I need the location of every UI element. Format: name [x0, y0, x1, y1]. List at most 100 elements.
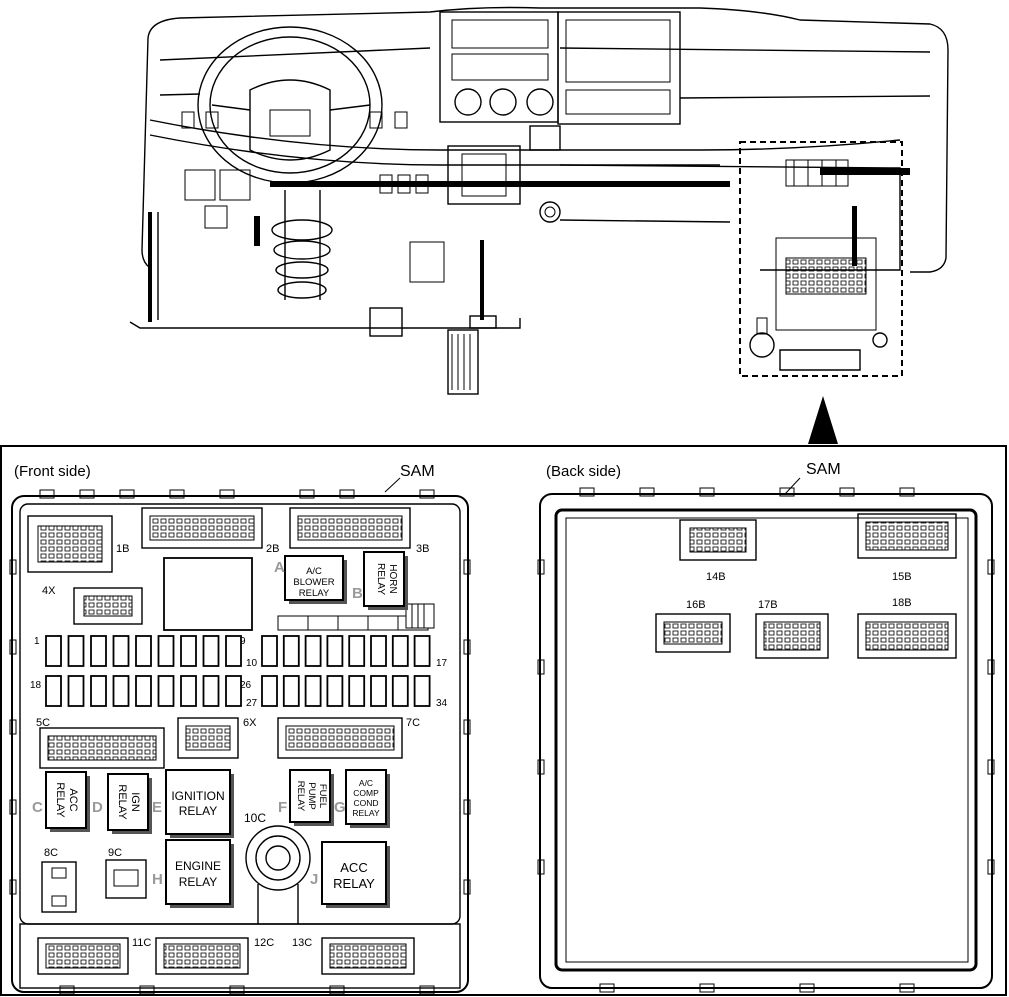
connector-2b: [141, 507, 263, 549]
back-sam-label: SAM: [806, 461, 841, 478]
relay-d-ign: [107, 773, 149, 831]
label-18b: 18B: [892, 597, 912, 609]
fuse-slot-16: [391, 635, 409, 667]
fuse-number-26: 26: [240, 680, 252, 691]
fuse-number-18: 18: [30, 680, 42, 691]
label-1b: 1B: [116, 543, 129, 555]
label-4x: 4X: [42, 585, 56, 597]
label-13c: 13C: [292, 937, 312, 949]
fuse-slot-28: [282, 675, 300, 707]
relay-a-line3: RELAY: [299, 588, 330, 599]
label-16b: 16B: [686, 599, 706, 611]
connector-16b: [655, 613, 731, 653]
label-7c: 7C: [406, 717, 420, 729]
front-sam-label: SAM: [400, 463, 435, 480]
fuse-slot-15: [370, 635, 387, 667]
fuse-slot-26: [225, 675, 242, 707]
connector-8c: [41, 861, 77, 913]
fuse-slot-13: [326, 635, 344, 667]
spare-plate: [163, 557, 253, 631]
relay-c-line1: ACC: [67, 788, 79, 811]
connector-14b: [679, 519, 757, 561]
front-side-title: (Front side): [14, 463, 91, 480]
fuse-slot-29: [304, 675, 322, 707]
relay-b-line2: RELAY: [375, 563, 386, 595]
label-3b: 3B: [416, 543, 429, 555]
fuse-slot-11: [282, 635, 300, 667]
fuse-slot-7: [180, 635, 197, 667]
fuse-slot-8: [202, 635, 220, 667]
relay-c-line2: RELAY: [54, 782, 66, 818]
relay-j-line1: ACC: [340, 860, 367, 875]
relay-b-line1: HORN: [387, 564, 398, 593]
connector-4x: [73, 587, 143, 625]
relay-a-ac-blower: [284, 555, 344, 601]
label-15b: 15B: [892, 571, 912, 583]
fuse-slot-31: [348, 675, 366, 707]
front-labels: (Front side) SAM 1B 2B 3B 4X 5C 6X 7C 8C…: [14, 463, 448, 949]
connector-17b: [755, 613, 829, 659]
fuse-slot-18: [45, 675, 62, 707]
relay-letter-f: F: [278, 799, 287, 816]
fuse-slot-22: [135, 675, 152, 707]
fuse-slot-5: [135, 635, 152, 667]
connector-7c: [277, 717, 403, 759]
fuse-slot-10: [261, 635, 278, 667]
fuse-slot-4: [112, 635, 130, 667]
relay-b-horn: [363, 551, 405, 607]
relay-letter-e: E: [152, 799, 162, 816]
relay-c-acc: [45, 771, 87, 829]
fuse-slot-21: [112, 675, 130, 707]
relay-h-line2: RELAY: [179, 875, 217, 889]
relay-h-line1: ENGINE: [175, 859, 221, 873]
fuse-number-1: 1: [34, 636, 40, 647]
relay-g-line2: COMP: [353, 788, 379, 798]
fuse-slot-9: [225, 635, 242, 667]
relay-d-line2: RELAY: [116, 784, 128, 820]
label-17b: 17B: [758, 599, 778, 611]
connector-5c: [39, 727, 165, 769]
fuse-slot-19: [67, 675, 85, 707]
fuse-slot-17: [413, 635, 431, 667]
relay-f-line2: PUMP: [306, 782, 317, 809]
front-side-panel: [9, 477, 471, 995]
relay-letter-g: G: [334, 799, 346, 816]
fuse-number-10: 10: [246, 658, 258, 669]
relay-e-line2: RELAY: [179, 804, 217, 818]
label-6x: 6X: [243, 717, 257, 729]
label-10c: 10C: [244, 811, 266, 825]
relay-e-line1: IGNITION: [171, 789, 224, 803]
dashboard-illustration: [129, 6, 949, 395]
fuse-slot-1: [45, 635, 62, 667]
fuse-slot-23: [157, 675, 175, 707]
back-side-panel: [537, 477, 995, 993]
relay-letter-d: D: [92, 799, 103, 816]
fuse-slot-2: [67, 635, 85, 667]
relay-f-fuel-pump: [289, 769, 331, 823]
fuse-slot-25: [202, 675, 220, 707]
fuse-number-9: 9: [240, 636, 246, 647]
connector-18b: [857, 613, 957, 659]
panel-frame: [0, 445, 1007, 996]
connector-10c: [245, 825, 311, 924]
fuse-row-2: [45, 675, 431, 707]
fuse-slot-12: [304, 635, 322, 667]
connector-3b: [289, 507, 411, 549]
label-11c: 11C: [132, 937, 151, 949]
relay-a-line1: A/C: [306, 566, 322, 577]
connector-1b: [27, 515, 113, 573]
connector-6x: [177, 717, 239, 759]
relay-letter-h: H: [152, 871, 163, 888]
relay-letter-a: A: [274, 559, 285, 576]
connector-11c: [37, 937, 129, 975]
fuse-slot-27: [261, 675, 278, 707]
relay-g-line3: COND: [353, 798, 378, 808]
fuse-slot-20: [90, 675, 107, 707]
relay-j-line2: RELAY: [333, 876, 375, 891]
label-5c: 5C: [36, 717, 50, 729]
relay-f-line1: FUEL: [317, 784, 328, 808]
relay-j-acc: [321, 841, 387, 905]
fuse-number-27: 27: [246, 698, 258, 709]
fuse-slot-33: [391, 675, 409, 707]
connector-15b: [857, 513, 957, 559]
